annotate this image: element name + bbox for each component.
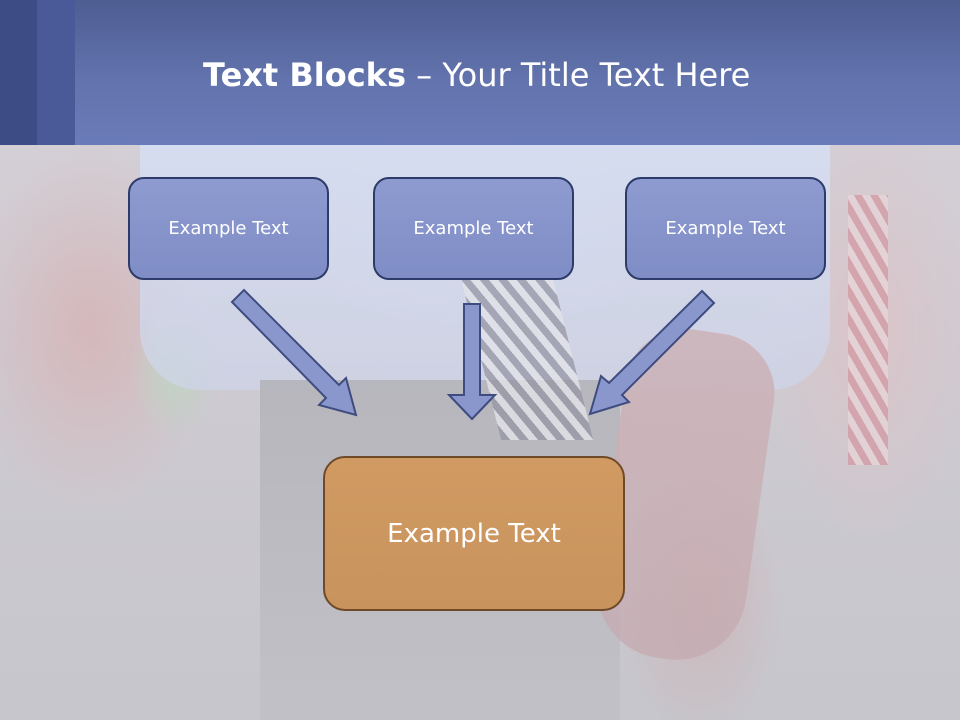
- text-block-1[interactable]: Example Text: [128, 177, 329, 280]
- text-block-2-label: Example Text: [413, 218, 533, 239]
- text-block-2[interactable]: Example Text: [373, 177, 574, 280]
- arrow-center: [449, 304, 495, 419]
- text-block-1-label: Example Text: [168, 218, 288, 239]
- arrow-left: [232, 290, 356, 415]
- result-block[interactable]: Example Text: [323, 456, 625, 611]
- text-block-3[interactable]: Example Text: [625, 177, 826, 280]
- result-block-label: Example Text: [387, 519, 561, 549]
- arrow-right: [590, 291, 714, 414]
- text-block-3-label: Example Text: [665, 218, 785, 239]
